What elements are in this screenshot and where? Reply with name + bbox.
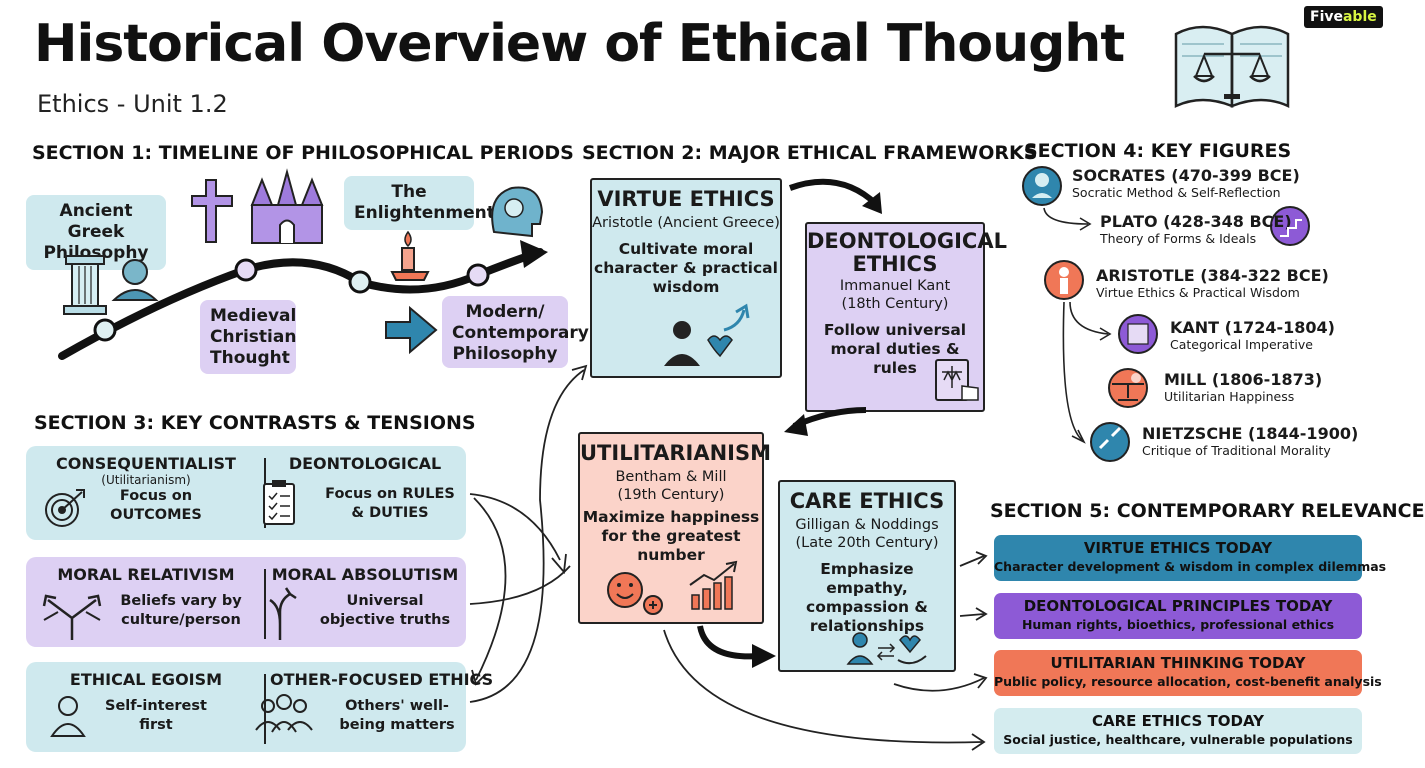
figure-kant: KANT (1724-1804) Categorical Imperative (1170, 318, 1335, 353)
relevance-utilitarian: UTILITARIAN THINKING TODAY Public policy… (994, 650, 1382, 696)
relevance-title: CARE ETHICS TODAY (1091, 712, 1265, 730)
figure-plato: PLATO (428-348 BCE) Theory of Forms & Id… (1100, 212, 1292, 247)
care-title: CARE ETHICS (789, 489, 945, 513)
timeline-node (234, 258, 258, 282)
contrast-divider (264, 458, 266, 528)
contrast-row-relativism: MORAL RELATIVISM Beliefs vary by culture… (26, 557, 466, 647)
section3-heading: SECTION 3: KEY CONTRASTS & TENSIONS (34, 412, 476, 434)
cross-icon (191, 179, 233, 243)
figure-desc: Utilitarian Happiness (1164, 389, 1295, 404)
book-scales-icon (1174, 25, 1290, 108)
virtue-desc: Cultivate moral character & practical wi… (594, 240, 778, 296)
relevance-sub: Public policy, resource allocation, cost… (994, 674, 1382, 689)
relevance-title: VIRTUE ETHICS TODAY (1083, 539, 1273, 557)
period-enlightenment: The Enlightenment (344, 176, 495, 230)
contrast-divider (264, 674, 266, 744)
timeline-node (466, 263, 490, 287)
figure-name: SOCRATES (470-399 BCE) (1072, 166, 1300, 185)
figure-name: MILL (1806-1873) (1164, 370, 1323, 389)
contrast-right-text: Focus on RULES & DUTIES (325, 486, 455, 521)
figure-name: NIETZSCHE (1844-1900) (1142, 424, 1359, 443)
figure-mill: MILL (1806-1873) Utilitarian Happiness (1164, 370, 1322, 405)
figure-desc: Theory of Forms & Ideals (1100, 231, 1257, 246)
care-sub1: Gilligan & Noddings (795, 517, 939, 533)
figure-desc: Critique of Traditional Morality (1142, 443, 1331, 458)
contrast-left-text: Self-interest first (105, 698, 207, 733)
contrast-right-heading: MORAL ABSOLUTISM (271, 565, 459, 584)
figure-name: PLATO (428-348 BCE) (1100, 212, 1292, 231)
contrast-left-heading: MORAL RELATIVISM (57, 565, 235, 584)
brain-head-icon (491, 186, 544, 238)
period-medieval: Medieval Christian Thought (200, 300, 296, 374)
figure-name: ARISTOTLE (384-322 BCE) (1096, 266, 1329, 285)
kant-book-icon (1118, 314, 1158, 354)
nietzsche-broken-chain-icon (1090, 422, 1130, 462)
contrast-row-egoism: ETHICAL EGOISM Self-interest first OTHER… (26, 662, 494, 752)
arrow-right-icon (385, 305, 438, 355)
section4-heading: SECTION 4: KEY FIGURES (1024, 140, 1292, 162)
virtue-sub: Aristotle (Ancient Greece) (592, 215, 780, 231)
relevance-title: UTILITARIAN THINKING TODAY (1050, 654, 1306, 672)
figure-desc: Socratic Method & Self-Reflection (1072, 185, 1281, 200)
deon-desc: Follow universal moral duties & rules (823, 321, 967, 377)
section2-heading: SECTION 2: MAJOR ETHICAL FRAMEWORKS (582, 142, 1038, 164)
virtue-ethics-box: VIRTUE ETHICS Aristotle (Ancient Greece)… (590, 178, 782, 378)
timeline-node (348, 270, 372, 294)
figure-desc: Virtue Ethics & Practical Wisdom (1096, 285, 1300, 300)
util-title: UTILITARIANISM (580, 441, 771, 465)
contrast-divider (264, 569, 266, 639)
contrast-left-text: Focus on OUTCOMES (110, 488, 202, 523)
figure-nietzsche: NIETZSCHE (1844-1900) Critique of Tradit… (1142, 424, 1358, 459)
relevance-deontological: DEONTOLOGICAL PRINCIPLES TODAY Human rig… (994, 593, 1362, 639)
church-icon (250, 168, 324, 244)
figure-socrates: SOCRATES (470-399 BCE) Socratic Method &… (1072, 166, 1300, 201)
contrast-left-text: Beliefs vary by culture/person (120, 593, 242, 628)
section1-heading: SECTION 1: TIMELINE OF PHILOSOPHICAL PER… (32, 142, 574, 164)
socrates-portrait-icon (1022, 166, 1062, 206)
deon-sub2: (18th Century) (841, 296, 949, 312)
page-subtitle: Ethics - Unit 1.2 (37, 90, 228, 118)
utilitarianism-box: UTILITARIANISM Bentham & Mill (19th Cent… (578, 432, 771, 624)
contrast-left-note: (Utilitarianism) (101, 473, 191, 487)
contrast-left-heading: ETHICAL EGOISM (69, 670, 223, 689)
mill-balance-icon (1108, 368, 1148, 408)
period-modern: Modern/ Contemporary Philosophy (442, 296, 589, 368)
brand-logo: Fiveable (1304, 6, 1383, 28)
care-sub2: (Late 20th Century) (795, 535, 939, 551)
relevance-sub: Character development & wisdom in comple… (994, 559, 1387, 574)
deon-sub1: Immanuel Kant (839, 278, 951, 294)
candle-icon (390, 230, 430, 281)
figure-aristotle: ARISTOTLE (384-322 BCE) Virtue Ethics & … (1096, 266, 1329, 301)
relevance-title: DEONTOLOGICAL PRINCIPLES TODAY (1023, 597, 1333, 615)
period-ancient-greek: Ancient Greek Philosophy (26, 195, 166, 270)
relevance-sub: Social justice, healthcare, vulnerable p… (1003, 732, 1353, 747)
section5-heading: SECTION 5: CONTEMPORARY RELEVANCE (990, 500, 1425, 522)
contrast-right-heading: DEONTOLOGICAL (288, 454, 442, 473)
contrast-row-consequentialist: CONSEQUENTIALIST (Utilitarianism) Focus … (26, 446, 466, 540)
aristotle-statue-icon (1044, 260, 1084, 300)
figure-desc: Categorical Imperative (1170, 337, 1313, 352)
timeline-node (93, 318, 117, 342)
figure-name: KANT (1724-1804) (1170, 318, 1335, 337)
contrast-left-heading: CONSEQUENTIALIST (56, 454, 236, 473)
relevance-care: CARE ETHICS TODAY Social justice, health… (994, 708, 1362, 754)
contrast-right-text: Others' well-being matters (339, 698, 455, 733)
contrast-right-heading: OTHER-FOCUSED ETHICS (270, 670, 494, 689)
virtue-title: VIRTUE ETHICS (597, 187, 775, 211)
contrast-right-text: Universal objective truths (319, 593, 451, 628)
relevance-sub: Human rights, bioethics, professional et… (1021, 617, 1335, 632)
util-sub1: Bentham & Mill (615, 469, 727, 485)
care-desc: Emphasize empathy, compassion & relation… (806, 560, 928, 635)
deontological-ethics-box: DEONTOLOGICAL ETHICS Immanuel Kant (18th… (805, 222, 1007, 412)
util-desc: Maximize happiness for the greatest numb… (582, 508, 760, 564)
relevance-virtue: VIRTUE ETHICS TODAY Character developmen… (994, 535, 1387, 581)
page-title: Historical Overview of Ethical Thought (34, 14, 1125, 74)
care-ethics-box: CARE ETHICS Gilligan & Noddings (Late 20… (778, 480, 956, 672)
deon-title: DEONTOLOGICAL ETHICS (807, 229, 1007, 276)
util-sub2: (19th Century) (617, 487, 725, 503)
